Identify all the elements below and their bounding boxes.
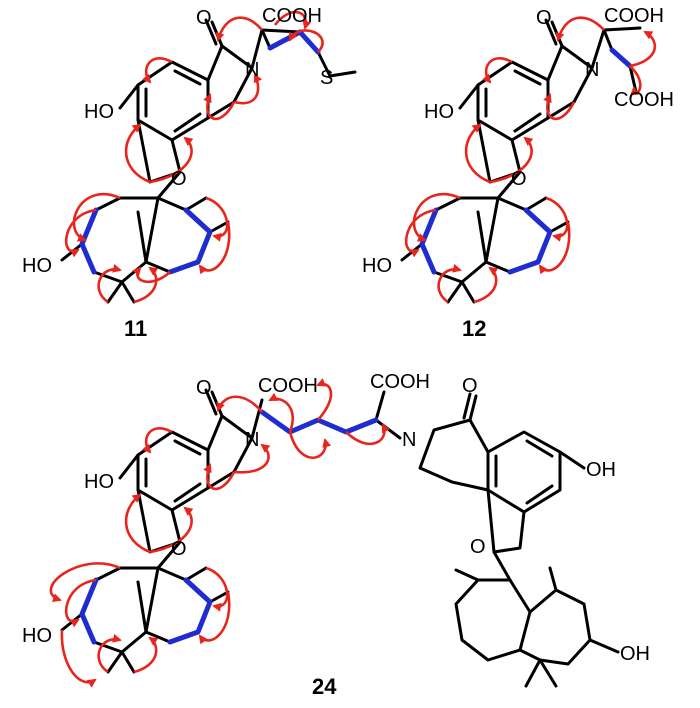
- ring-oxygen-label: O: [171, 168, 187, 190]
- hydroxyl-label: HO: [22, 255, 52, 277]
- compound-12-bonds: [400, 18, 642, 304]
- nitrogen-label: N: [245, 59, 259, 81]
- carboxylic-acid-label: COOH: [258, 375, 318, 397]
- phenol-2-label: OH: [586, 459, 616, 481]
- ring-oxygen-2-label: O: [470, 536, 486, 558]
- sulfur-label: S: [320, 67, 333, 89]
- compound-11-cosy: [79, 29, 321, 275]
- compound-24-bonds: [60, 388, 620, 688]
- nitrogen-label: N: [585, 59, 599, 81]
- compound-number-12: 12: [462, 316, 486, 341]
- carboxylic-acid-2-label: COOH: [614, 89, 674, 111]
- compound-12-hmbc: [405, 16, 657, 304]
- compound-11: O COOH N S HO O HO 11: [22, 5, 357, 341]
- compound-12-labels: O COOH COOH N HO O HO 12: [362, 5, 674, 341]
- compound-11-hmbc: [65, 10, 324, 304]
- compound-24-hmbc: [49, 378, 391, 688]
- hydroxyl-label: HO: [22, 625, 52, 647]
- hydroxyl-label: HO: [362, 255, 392, 277]
- ring-oxygen-label: O: [171, 538, 187, 560]
- compound-11-bonds: [60, 18, 357, 304]
- compound-24-labels: O O COOH COOH N N HO OH O O HO OH 24: [22, 371, 650, 699]
- nitrogen-label: N: [245, 429, 259, 451]
- carbonyl-oxygen-label: O: [196, 7, 212, 29]
- compound-11-labels: O COOH N S HO O HO 11: [22, 5, 333, 341]
- nitrogen-2-label: N: [402, 429, 416, 451]
- phenol-label: HO: [84, 471, 114, 493]
- compound-number-24: 24: [312, 674, 337, 699]
- carboxylic-acid-2-label: COOH: [370, 371, 430, 393]
- ring-oxygen-label: O: [511, 168, 527, 190]
- phenol-label: HO: [84, 101, 114, 123]
- phenol-label: HO: [424, 101, 454, 123]
- carbonyl-oxygen-label: O: [196, 377, 212, 399]
- carboxylic-acid-label: COOH: [262, 5, 322, 27]
- carbonyl-oxygen-label: O: [536, 7, 552, 29]
- compound-12: O COOH COOH N HO O HO 12: [362, 5, 674, 341]
- carbonyl-oxygen-2-label: O: [462, 375, 478, 397]
- compound-number-11: 11: [124, 316, 147, 341]
- compound-12-cosy: [419, 47, 633, 275]
- hydroxyl-2-label: OH: [620, 643, 650, 665]
- carboxylic-acid-label: COOH: [604, 5, 664, 27]
- compound-24: O O COOH COOH N N HO OH O O HO OH 24: [22, 371, 650, 699]
